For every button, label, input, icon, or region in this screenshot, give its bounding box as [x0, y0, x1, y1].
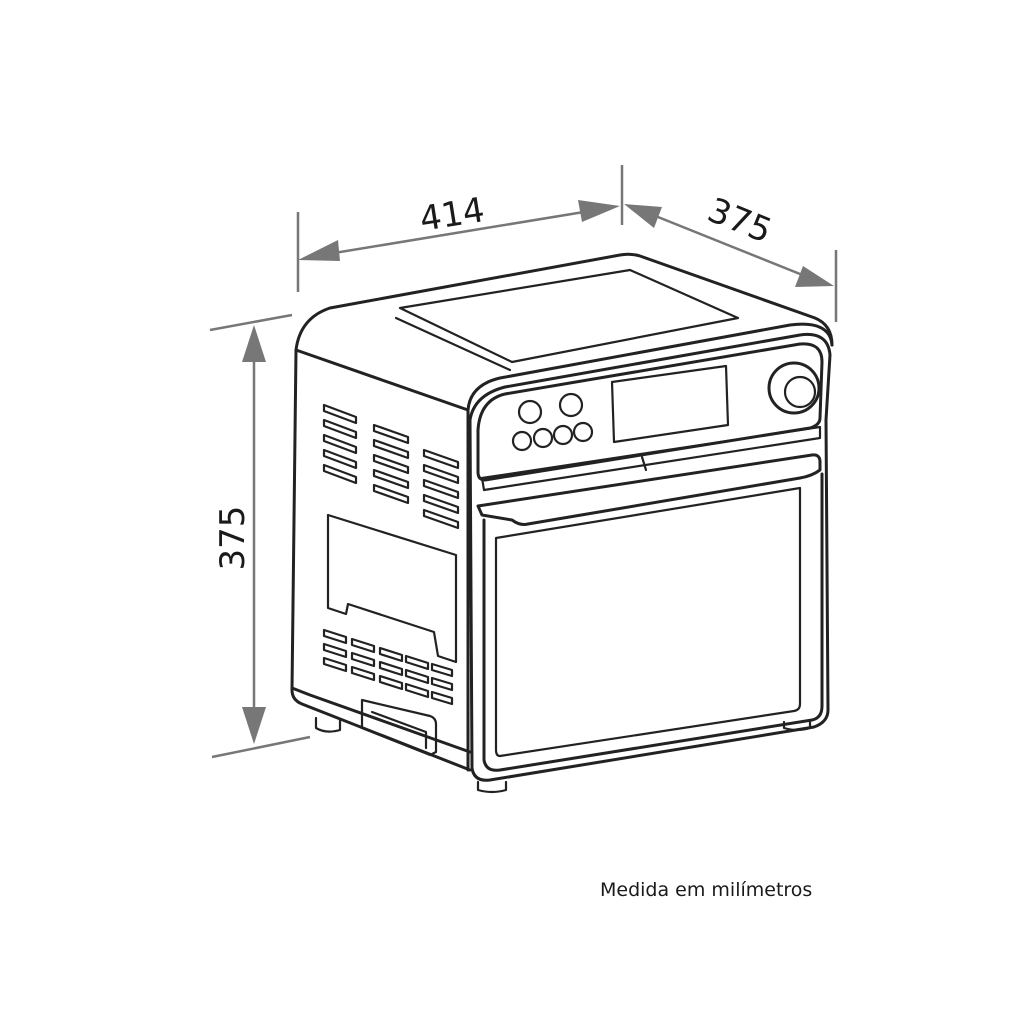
height-extension-bottom: [211, 735, 311, 759]
depth-dimension: 375: [624, 190, 838, 322]
depth-arrow-right: [795, 266, 834, 287]
crumb-tray-inner: [370, 710, 428, 750]
height-dimension: 375: [209, 313, 311, 759]
side-handle-recess: [326, 513, 458, 664]
control-knob[interactable]: [767, 361, 821, 415]
width-dimension: 414: [296, 165, 624, 292]
top-panel-front-edge: [394, 316, 512, 372]
control-panel-top-edge: [466, 322, 834, 412]
front-frame: [468, 332, 832, 782]
height-label: 375: [213, 506, 253, 571]
air-fryer-oven: [290, 252, 834, 794]
control-panel-lower-strip: [480, 425, 822, 492]
top-glass-panel: [398, 268, 740, 364]
function-button-3[interactable]: [511, 430, 533, 452]
width-dimension-line: [321, 208, 597, 257]
control-knob-inner: [783, 375, 817, 409]
door-handle[interactable]: [476, 453, 822, 526]
side-base-line: [290, 686, 472, 754]
display-screen: [610, 364, 730, 444]
left-side-panel: [290, 348, 472, 772]
width-label: 414: [417, 190, 487, 240]
depth-arrow-left: [624, 204, 662, 228]
height-arrow-top: [242, 325, 266, 362]
depth-label: 375: [702, 190, 777, 251]
oven-top-back-edge: [328, 252, 834, 347]
foot-back-left: [314, 716, 342, 733]
strip-divider: [640, 455, 648, 472]
units-caption: Medida em milímetros: [600, 879, 813, 901]
foot-front-right: [782, 718, 812, 732]
crumb-tray: [360, 698, 438, 757]
depth-dimension-line: [647, 211, 811, 280]
function-button-4[interactable]: [532, 427, 554, 449]
oven-top-front-left-edge: [294, 348, 470, 412]
oven-door: [482, 472, 824, 772]
width-arrow-right: [578, 200, 620, 222]
width-arrow-left: [298, 240, 340, 261]
height-extension-top: [209, 313, 293, 332]
control-panel: [476, 342, 824, 482]
function-button-5[interactable]: [552, 424, 574, 446]
height-arrow-bottom: [242, 707, 266, 744]
function-button-1[interactable]: [517, 399, 543, 425]
side-vents-lower: [322, 628, 454, 706]
function-button-2[interactable]: [558, 392, 584, 418]
oven-top-left-corner: [294, 306, 332, 352]
door-window: [494, 486, 802, 758]
foot-front-left: [476, 780, 508, 794]
function-button-6[interactable]: [572, 421, 594, 443]
side-vents-upper: [322, 403, 460, 530]
